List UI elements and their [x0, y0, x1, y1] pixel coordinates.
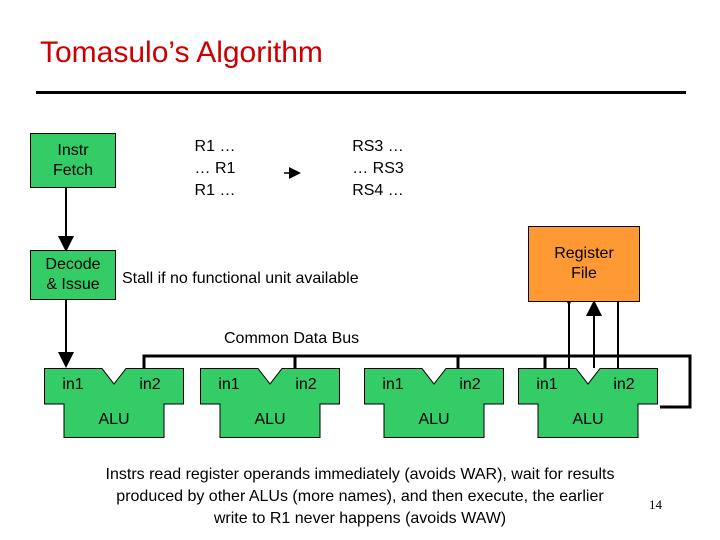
- code-right-line-3: RS4 …: [352, 182, 404, 199]
- register-file-box: Register File: [528, 226, 640, 302]
- cdb-label: Common Data Bus: [224, 330, 360, 347]
- caption-line-1: Instrs read register operands immediatel…: [105, 466, 615, 483]
- page-number: 14: [649, 497, 662, 512]
- code-right-line-2: … RS3: [352, 160, 404, 177]
- unit-1-alu: ALU: [98, 411, 130, 428]
- instr-fetch-box: Instr Fetch: [30, 133, 116, 188]
- unit-3-in2: in2: [459, 376, 481, 393]
- unit-4-in2: in2: [613, 376, 635, 393]
- code-left-line-3: R1 …: [194, 182, 236, 199]
- title-rule: [36, 91, 686, 94]
- unit-3-in1: in1: [382, 376, 404, 393]
- code-right: RS3 … … RS3 RS4 …: [318, 136, 438, 202]
- unit-2-alu: ALU: [254, 411, 286, 428]
- code-right-line-1: RS3 …: [352, 138, 404, 155]
- unit-4-alu: ALU: [572, 411, 604, 428]
- slide-title: Tomasulo’s Algorithm: [40, 36, 323, 69]
- unit-1-in1: in1: [62, 376, 84, 393]
- stall-note: Stall if no functional unit available: [122, 270, 359, 287]
- code-left-line-1: R1 …: [194, 138, 236, 155]
- unit-1-in2: in2: [139, 376, 161, 393]
- code-left: R1 … … R1 R1 …: [160, 136, 270, 202]
- decode-issue-box: Decode & Issue: [30, 250, 116, 300]
- functional-unit-2: in1 in2 ALU: [200, 368, 340, 438]
- unit-3-alu: ALU: [418, 411, 450, 428]
- caption-line-3: write to R1 never happens (avoids WAW): [213, 510, 507, 527]
- functional-unit-1: in1 in2 ALU: [44, 368, 184, 438]
- functional-unit-3: in1 in2 ALU: [364, 368, 504, 438]
- unit-2-in2: in2: [295, 376, 317, 393]
- caption: Instrs read register operands immediatel…: [40, 464, 680, 530]
- unit-4-in1: in1: [536, 376, 558, 393]
- functional-unit-4: in1 in2 ALU: [518, 368, 658, 438]
- unit-2-in1: in1: [218, 376, 240, 393]
- code-left-line-2: … R1: [194, 160, 236, 177]
- caption-line-2: produced by other ALUs (more names), and…: [116, 488, 604, 505]
